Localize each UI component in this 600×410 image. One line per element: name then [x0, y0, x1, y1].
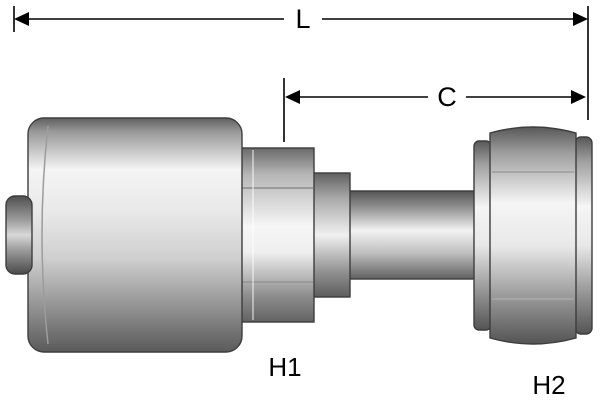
crimp-shell-body: [27, 117, 243, 353]
dimension-C: C: [283, 78, 586, 142]
hex-collar: [239, 147, 315, 323]
tube-section: [347, 190, 481, 280]
hex-collar-body: [239, 147, 315, 323]
step-section: [311, 172, 351, 298]
dimension-L-arrow-right-icon: [573, 12, 588, 26]
nut-left-face: [473, 140, 492, 331]
dimension-C-arrow-left-icon: [285, 90, 300, 104]
hex1-callout-label: H1: [268, 352, 301, 382]
dimension-C-label: C: [437, 82, 457, 112]
fitting-body: [5, 117, 593, 353]
dimension-L-arrow-left-icon: [14, 12, 29, 26]
nut-right-face: [574, 136, 593, 335]
dimension-C-arrow-right-icon: [571, 90, 586, 104]
hose-end-cap: [5, 195, 33, 275]
swivel-hex-nut: [473, 126, 593, 345]
hex2-callout-label: H2: [532, 370, 565, 400]
crimp-shell: [27, 117, 243, 353]
nut-hex-body: [489, 126, 577, 345]
dimension-L-label: L: [295, 4, 310, 34]
crimp-shell-dome-contour: [41, 125, 49, 345]
dimension-L: L: [13, 4, 589, 120]
